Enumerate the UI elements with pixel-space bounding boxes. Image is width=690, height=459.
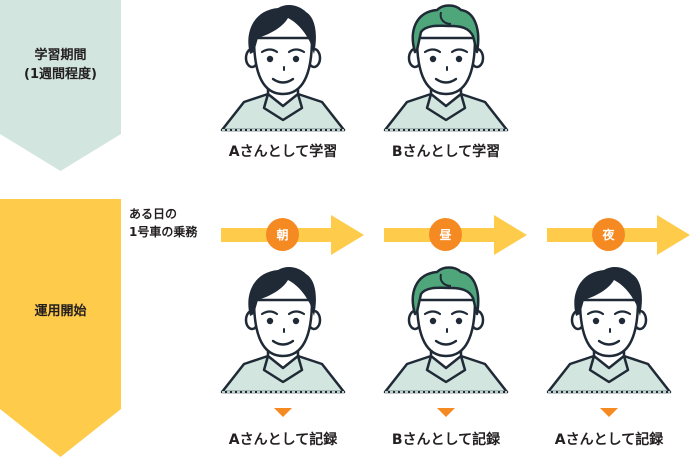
hair-icon xyxy=(248,5,316,54)
caption-a-morning: Aさんとして記録 xyxy=(228,432,338,448)
caption-b-learning: Bさんとして学習 xyxy=(391,144,501,160)
hair-icon xyxy=(411,4,480,54)
caption-a-night: Aさんとして記録 xyxy=(554,432,664,448)
phase-arrow-shape xyxy=(0,0,121,171)
marker-triangle-icon xyxy=(600,408,618,417)
phase-learning-period: 学習期間 (1週間程度) xyxy=(0,0,121,171)
time-badge-morning: 朝 xyxy=(266,218,299,251)
time-badge-night: 夜 xyxy=(592,218,625,251)
phase-operation-start: 運用開始 xyxy=(0,199,121,457)
phase-operation-label: 運用開始 xyxy=(0,302,121,321)
intro-line-1: ある日の xyxy=(129,207,178,221)
phase-learning-title: 学習期間 xyxy=(34,48,87,63)
person-b-learning xyxy=(381,2,511,132)
caption-b-noon: Bさんとして記録 xyxy=(391,432,501,448)
person-a-morning xyxy=(218,264,348,394)
operation-intro: ある日の 1号車の乗務 xyxy=(129,205,197,241)
phase-learning-duration: (1週間程度) xyxy=(24,67,97,82)
intro-line-2: 1号車の乗務 xyxy=(129,225,198,239)
marker-triangle-icon xyxy=(274,408,292,417)
person-a-learning xyxy=(218,2,348,132)
phase-arrow-shape xyxy=(0,199,121,457)
phase-operation-title: 運用開始 xyxy=(34,304,87,319)
person-b-noon xyxy=(381,264,511,394)
hair-icon xyxy=(574,267,642,316)
hair-icon xyxy=(411,266,480,316)
person-a-night xyxy=(544,264,674,394)
marker-triangle-icon xyxy=(437,408,455,417)
caption-a-learning: Aさんとして学習 xyxy=(228,144,338,160)
phase-learning-label: 学習期間 (1週間程度) xyxy=(0,46,121,84)
hair-icon xyxy=(248,267,316,316)
time-badge-noon: 昼 xyxy=(429,218,462,251)
